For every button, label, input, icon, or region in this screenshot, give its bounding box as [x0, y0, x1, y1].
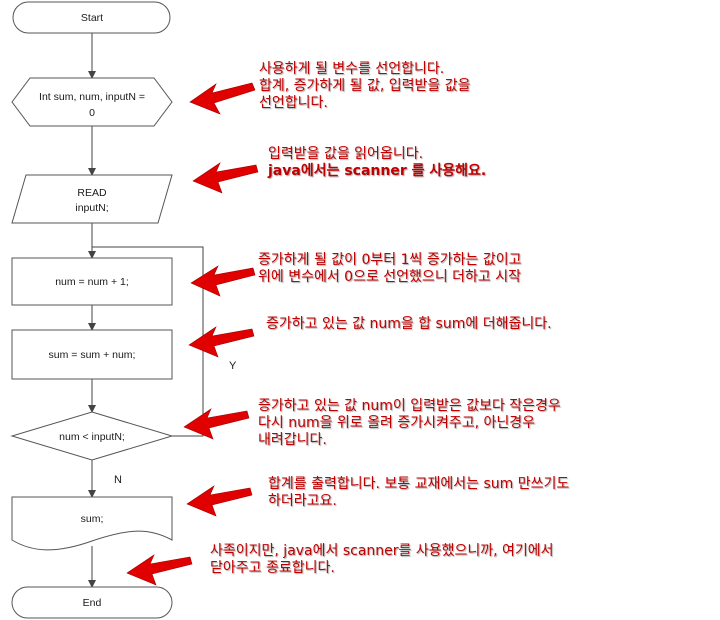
annotation-declare: 사용하게 될 변수를 선언합니다. 합계, 증가하게 될 값, 입력받을 값을 … [259, 61, 470, 112]
declare-label-line1: Int sum, num, inputN = [39, 91, 145, 103]
condition-label: num < inputN; [59, 431, 125, 443]
accumulate-node [11, 329, 173, 380]
start-label: Start [81, 12, 103, 24]
annotation-accumulate: 증가하고 있는 값 num을 합 sum에 더해줍니다. [266, 316, 552, 333]
annotation-line: 사족이지만, java에서 scanner를 사용했으니까, 여기에서 [210, 543, 554, 559]
increment-label: num = num + 1; [55, 276, 129, 288]
pointer-arrow-declare [189, 82, 256, 115]
annotation-line: 내려갑니다. [258, 432, 327, 448]
read-label-line2: inputN; [75, 202, 108, 214]
annotation-line: 합계를 출력합니다. 보통 교재에서는 sum 만쓰기도 [268, 476, 570, 492]
annotation-condition: 증가하고 있는 값 num이 입력받은 값보다 작은경우 다시 num을 위로 … [258, 398, 561, 449]
annotation-line: 다시 num을 위로 올려 증가시켜주고, 아닌경우 [258, 415, 536, 431]
annotation-line: 증가하고 있는 값 num이 입력받은 값보다 작은경우 [258, 398, 561, 414]
start-node [12, 1, 171, 34]
annotation-end: 사족이지만, java에서 scanner를 사용했으니까, 여기에서 닫아주고… [210, 543, 554, 577]
annotation-line: 닫아주고 종료합니다. [210, 560, 335, 576]
annotation-line: java에서는 scanner 를 사용해요. [268, 163, 487, 179]
annotation-increment: 증가하게 될 값이 0부터 1씩 증가하는 값이고 위에 변수에서 0으로 선언… [258, 252, 521, 286]
pointer-arrow-end [126, 554, 193, 586]
annotation-output: 합계를 출력합니다. 보통 교재에서는 sum 만쓰기도 하더라고요. [268, 476, 569, 510]
pointer-arrow-condition [183, 408, 250, 440]
annotation-line: 합계, 증가하게 될 값, 입력받을 값을 [259, 78, 471, 94]
declare-node [11, 77, 173, 127]
annotation-line: 선언합니다. [259, 95, 328, 111]
annotation-line: 사용하게 될 변수를 선언합니다. [259, 61, 445, 77]
pointer-arrow-accumulate [188, 326, 255, 358]
accumulate-label: sum = sum + num; [49, 349, 136, 361]
pointer-arrow-read [192, 162, 259, 194]
output-node [11, 496, 173, 551]
read-node [11, 174, 173, 224]
output-label: sum; [81, 513, 104, 525]
annotation-line: 증가하고 있는 값 num을 합 sum에 더해줍니다. [266, 316, 552, 332]
annotation-line: 하더라고요. [268, 493, 337, 509]
no-branch-label: N [114, 474, 122, 486]
increment-node [11, 257, 173, 306]
yes-branch-label: Y [229, 360, 237, 372]
annotation-line: 위에 변수에서 0으로 선언했으니 더하고 시작 [258, 269, 521, 285]
annotation-read: 입력받을 값을 읽어옵니다. java에서는 scanner 를 사용해요. [268, 146, 486, 180]
condition-node [10, 411, 174, 461]
declare-label-line2: 0 [89, 107, 95, 119]
annotation-line: 입력받을 값을 읽어옵니다. [268, 146, 424, 162]
annotation-line: 증가하게 될 값이 0부터 1씩 증가하는 값이고 [258, 252, 522, 268]
end-label: End [83, 597, 102, 609]
read-label-line1: READ [77, 187, 107, 199]
end-node [11, 586, 173, 619]
pointer-arrow-increment [190, 265, 256, 297]
pointer-arrow-output [186, 485, 253, 517]
